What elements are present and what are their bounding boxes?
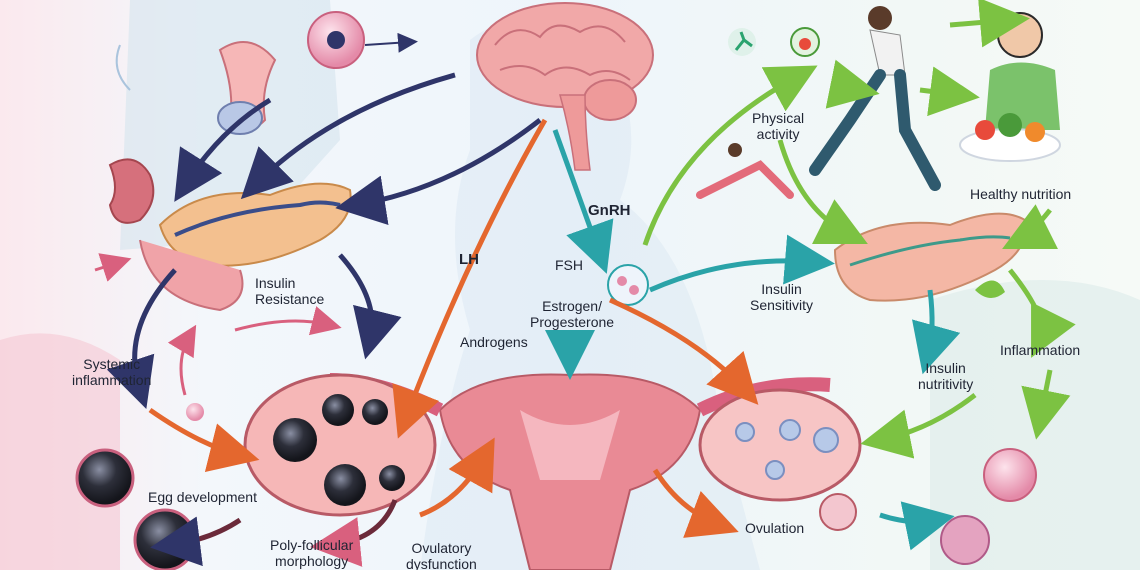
- arrows-teal: [545, 129, 961, 551]
- label-physical-activity: Physical activity: [752, 110, 805, 142]
- cell-icon: [307, 11, 365, 69]
- apple-cycle-icon: [790, 27, 820, 57]
- runner-icon: [809, 6, 941, 191]
- label-insulin-resistance: Insulin Resistance: [255, 275, 325, 307]
- brain-icon: [476, 2, 654, 171]
- label-healthy-nutrition: Healthy nutrition: [970, 186, 1072, 202]
- arrows-dark: [106, 72, 542, 409]
- yoga-icon: [696, 143, 794, 199]
- kidney-icon: [108, 158, 155, 224]
- label-inflammation: Inflammation: [1000, 342, 1081, 358]
- arrows-pink: [94, 253, 342, 396]
- label-gnrh: GnRH: [588, 202, 631, 219]
- running-symbol-icon: [728, 28, 756, 56]
- label-insulin-sensitivity: Insulin Sensitivity: [750, 281, 814, 313]
- label-androgens: Androgens: [460, 334, 528, 350]
- label-egg-development: Egg development: [148, 489, 257, 505]
- polycystic-ovary-icon: [243, 373, 437, 517]
- label-ovulatory-dysfunction: Ovulatory dysfunction: [406, 540, 477, 570]
- hormone-cell-icon: [607, 264, 649, 306]
- label-lh: LH: [459, 251, 479, 268]
- nutrition-woman-icon: [959, 12, 1061, 162]
- label-insulin-nutritivity: Insulin nutritivity: [918, 360, 974, 392]
- label-polyfollicular-morphology: Poly-follicular morphology: [270, 537, 354, 569]
- decor-arrow: [115, 44, 131, 91]
- label-fsh: FSH: [555, 257, 583, 273]
- leaf-icon: [975, 280, 1005, 299]
- pancreas-left-icon: [139, 182, 352, 312]
- arrows-green: [642, 0, 1076, 459]
- label-estrogen-progesterone: Estrogen/ Progesterone: [530, 298, 615, 330]
- label-ovulation: Ovulation: [745, 520, 805, 536]
- label-systemic-inflammation: Systemic inflammation: [72, 356, 152, 388]
- arrows-orange: [148, 118, 759, 567]
- healthy-ovary-icon: [698, 388, 862, 531]
